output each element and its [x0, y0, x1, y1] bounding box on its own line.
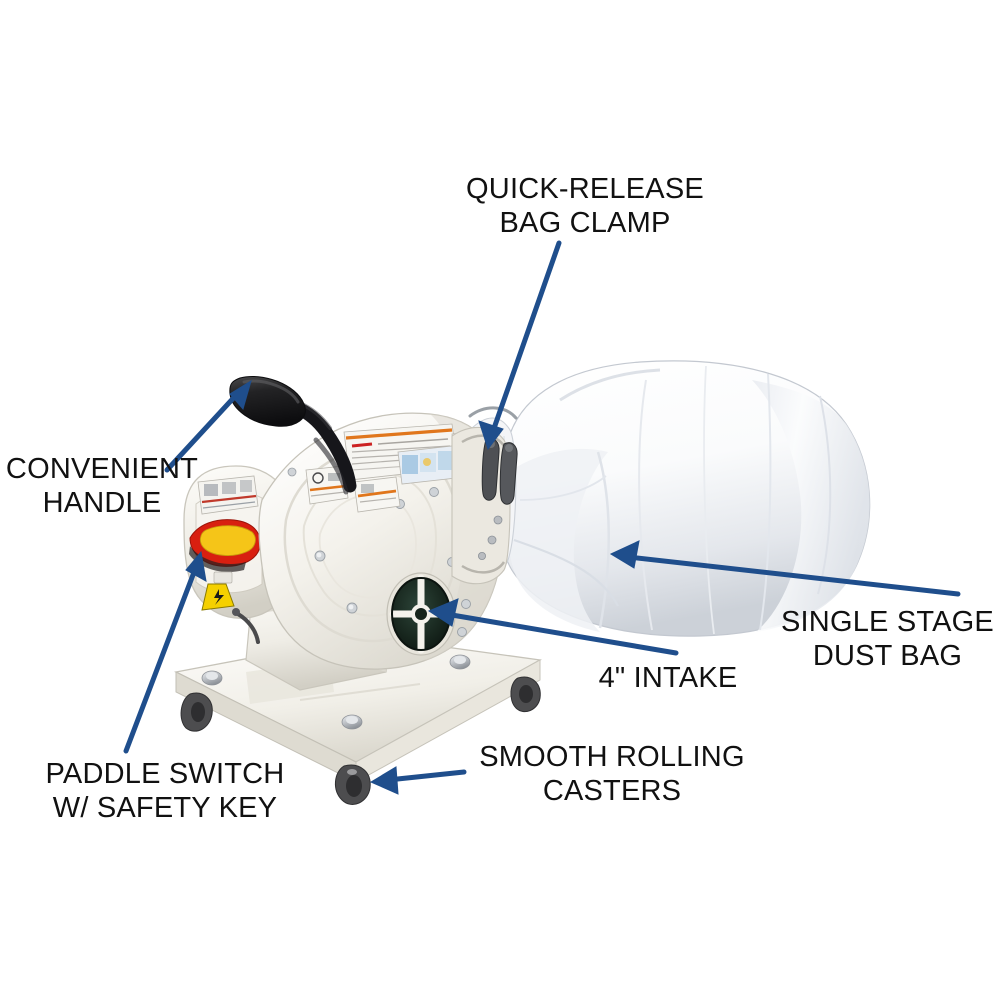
housing-screw — [346, 602, 358, 614]
intake-port — [386, 572, 456, 656]
arrow-paddle-switch — [123, 550, 207, 754]
housing-screw — [429, 487, 439, 497]
arrow-handle — [164, 379, 252, 473]
nameplate-decal — [197, 475, 259, 515]
arrow-bag-clamp — [478, 240, 562, 451]
bag-clamp — [451, 406, 518, 585]
safety-key — [199, 525, 256, 556]
arrow-casters — [369, 766, 467, 795]
callout-label-single-stage-dust-bag: SINGLE STAGE DUST BAG — [781, 606, 994, 673]
callout-label-smooth-rolling-casters: SMOOTH ROLLING CASTERS — [479, 741, 745, 808]
callout-label-four-inch-intake: 4" INTAKE — [598, 662, 738, 694]
housing-screw — [457, 627, 467, 637]
callout-label-paddle-switch: PADDLE SWITCH W/ SAFETY KEY — [45, 758, 285, 825]
electrical-hazard-decal — [201, 583, 235, 611]
housing-screw — [314, 550, 326, 562]
callout-label-quick-release-bag-clamp: QUICK-RELEASE BAG CLAMP — [466, 173, 704, 240]
power-cord — [236, 612, 260, 644]
callout-arrows — [123, 240, 961, 795]
caster — [180, 692, 213, 732]
clamp-lever[interactable] — [499, 442, 518, 505]
dust-bag — [463, 360, 871, 637]
base-bolt — [341, 714, 363, 730]
base-bolt — [449, 654, 471, 670]
housing-screw — [287, 467, 297, 477]
arrow-intake — [427, 598, 679, 656]
caster — [510, 676, 541, 713]
caster — [335, 764, 371, 805]
switch-label-decal — [213, 571, 233, 584]
base-bolt — [201, 670, 223, 686]
warning-decal-group — [305, 423, 493, 513]
callout-label-convenient-handle: CONVENIENT HANDLE — [5, 453, 199, 520]
arrow-dust-bag — [609, 540, 961, 597]
housing-screw — [461, 599, 471, 609]
